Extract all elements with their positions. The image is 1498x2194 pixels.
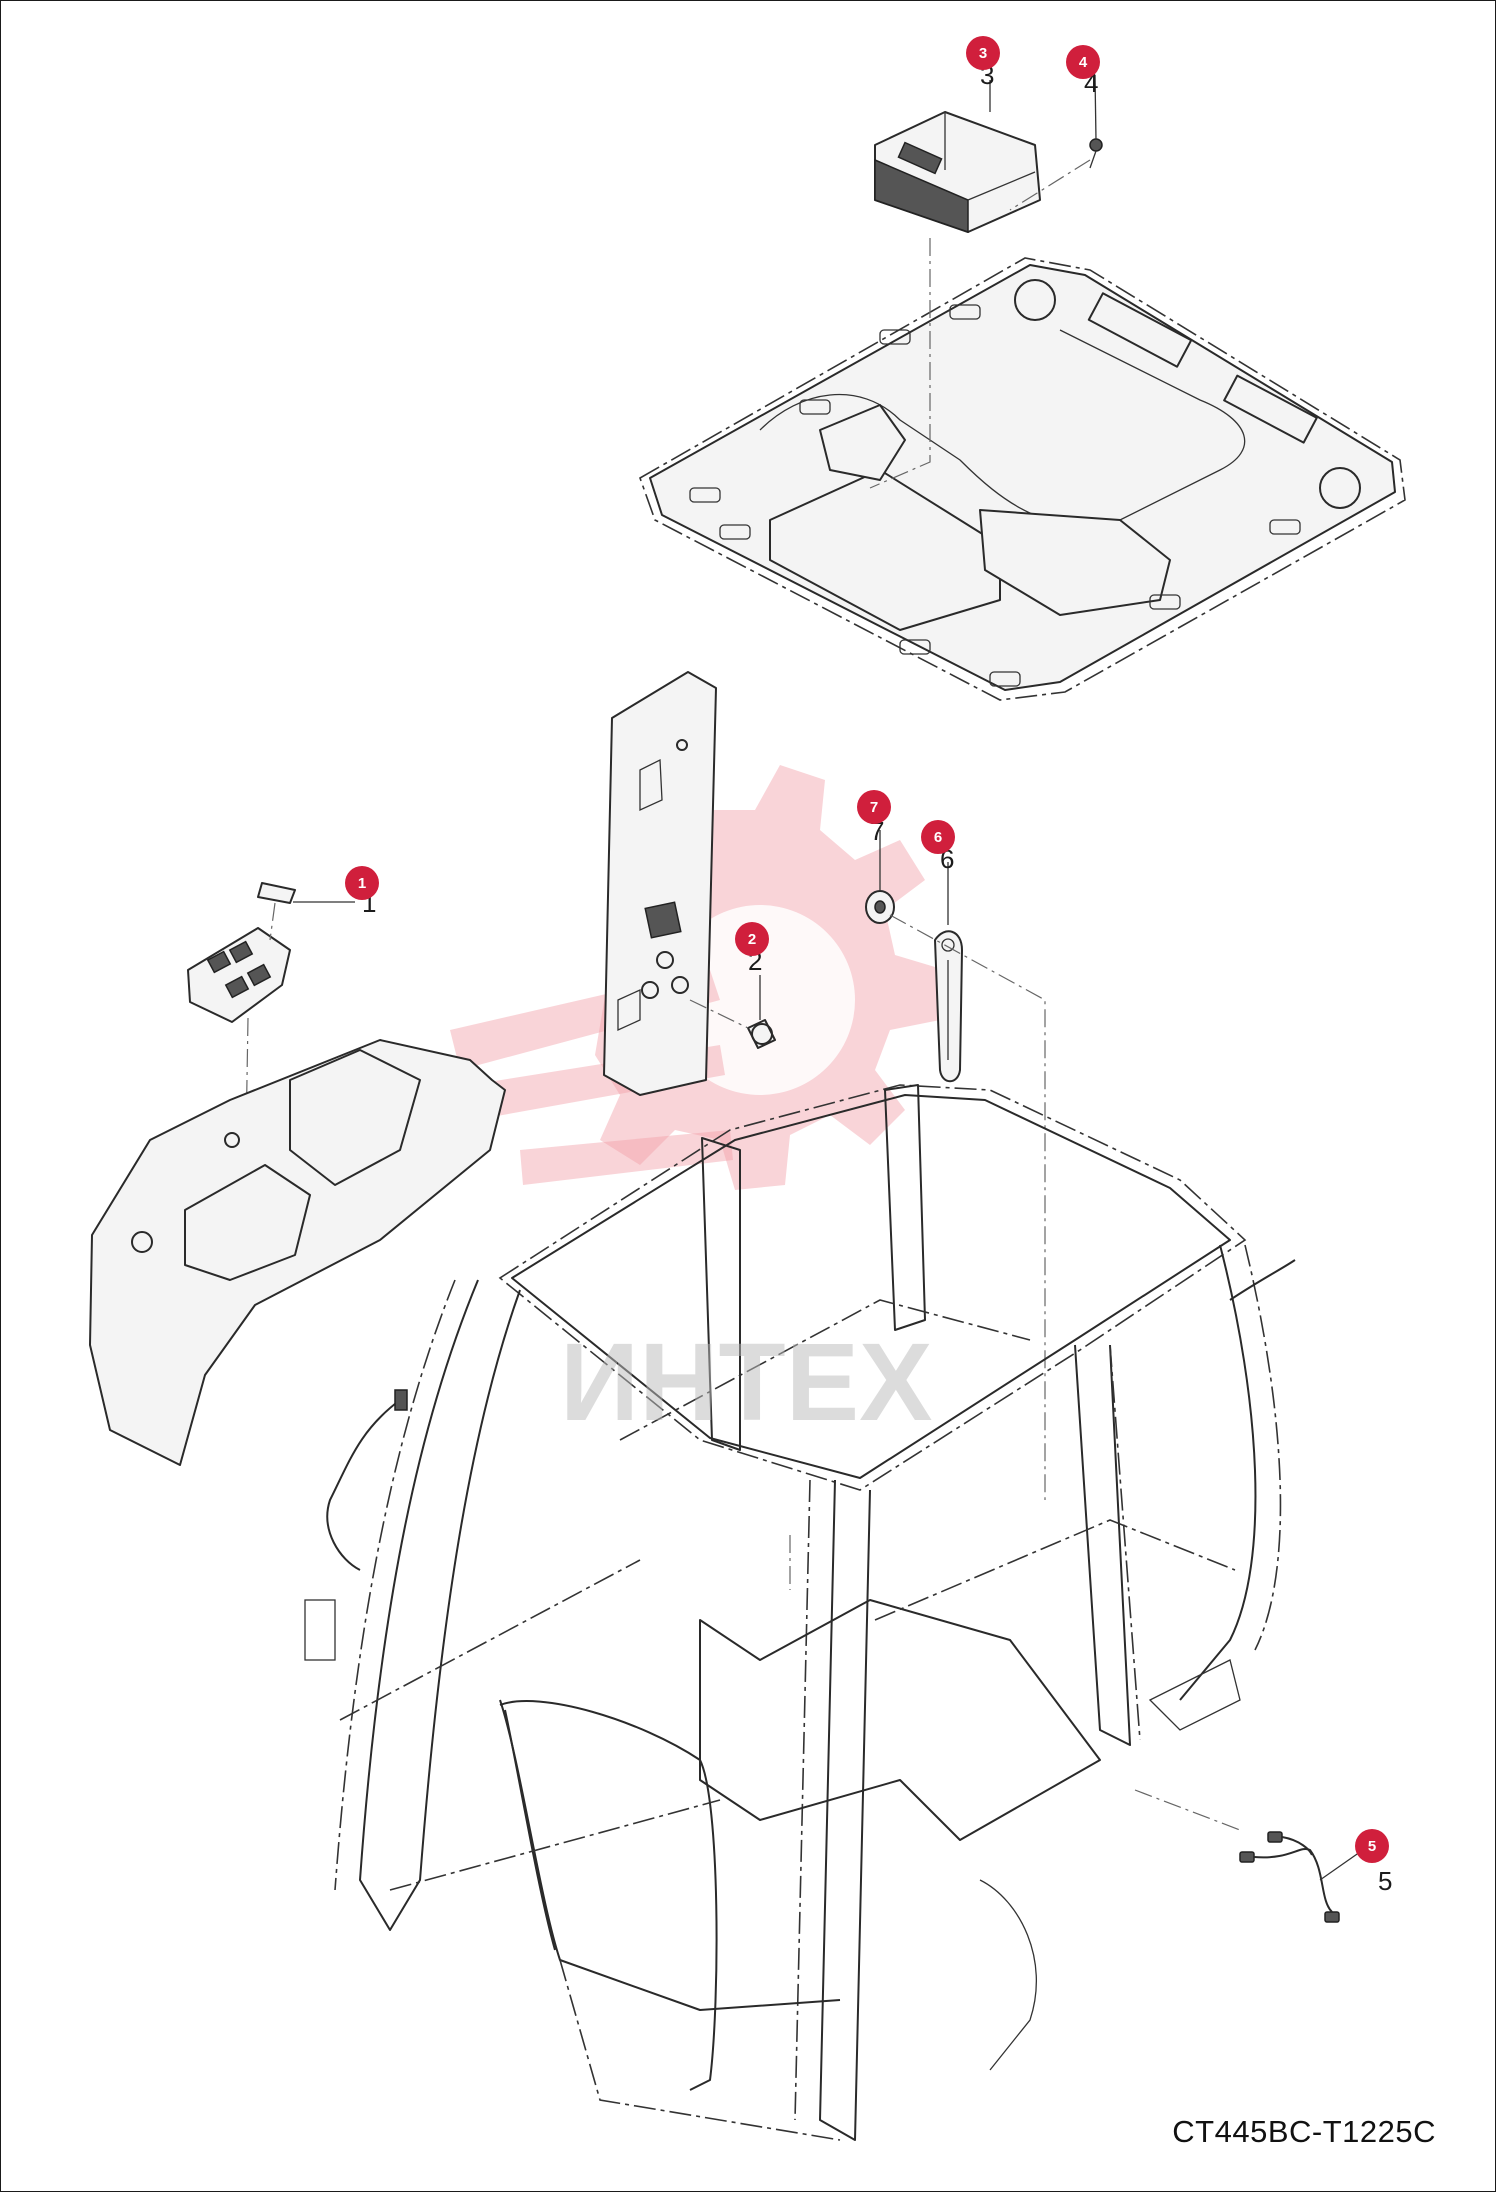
watermark-text: ИНТЕХ [560,1321,932,1444]
callout-2-number: 2 [748,931,756,948]
callout-7[interactable]: 7 [857,790,891,824]
seat-belt-strap [934,930,963,1083]
svg-text:5: 5 [1378,1866,1392,1896]
pillar-trim-panel [603,671,717,1096]
lower-centerline [789,1535,1241,1831]
cab-frame [304,1084,1296,2141]
switch-panel [187,882,296,1023]
callout-3[interactable]: 3 [966,36,1000,70]
rotary-knob [747,1019,776,1049]
wiring-harness [1239,1831,1340,1923]
side-console-panel [89,1039,506,1466]
callout-1[interactable]: 1 [345,866,379,900]
callout-6-number: 6 [934,829,942,846]
callout-2[interactable]: 2 [735,922,769,956]
callout-4[interactable]: 4 [1066,45,1100,79]
drawing-code: CT445BC-T1225C [1172,2114,1436,2149]
screw-centerline [1009,159,1091,211]
callout-5-number: 5 [1368,1838,1376,1855]
callout-4-number: 4 [1079,54,1088,71]
roof-headliner [639,257,1406,701]
knob-centerline [689,999,749,1029]
callout-7-number: 7 [870,799,878,816]
callout-5[interactable]: 5 [1355,1829,1389,1863]
mounting-screw [1089,138,1103,169]
radio-unit [874,111,1041,234]
strap-centerline [889,914,1046,1500]
radio-centerline [869,238,931,489]
callout-6[interactable]: 6 [921,820,955,854]
callout-1-number: 1 [358,875,366,892]
switch-centerline [244,902,276,1201]
callout-3-number: 3 [979,45,987,62]
grommet-washer [865,890,895,924]
